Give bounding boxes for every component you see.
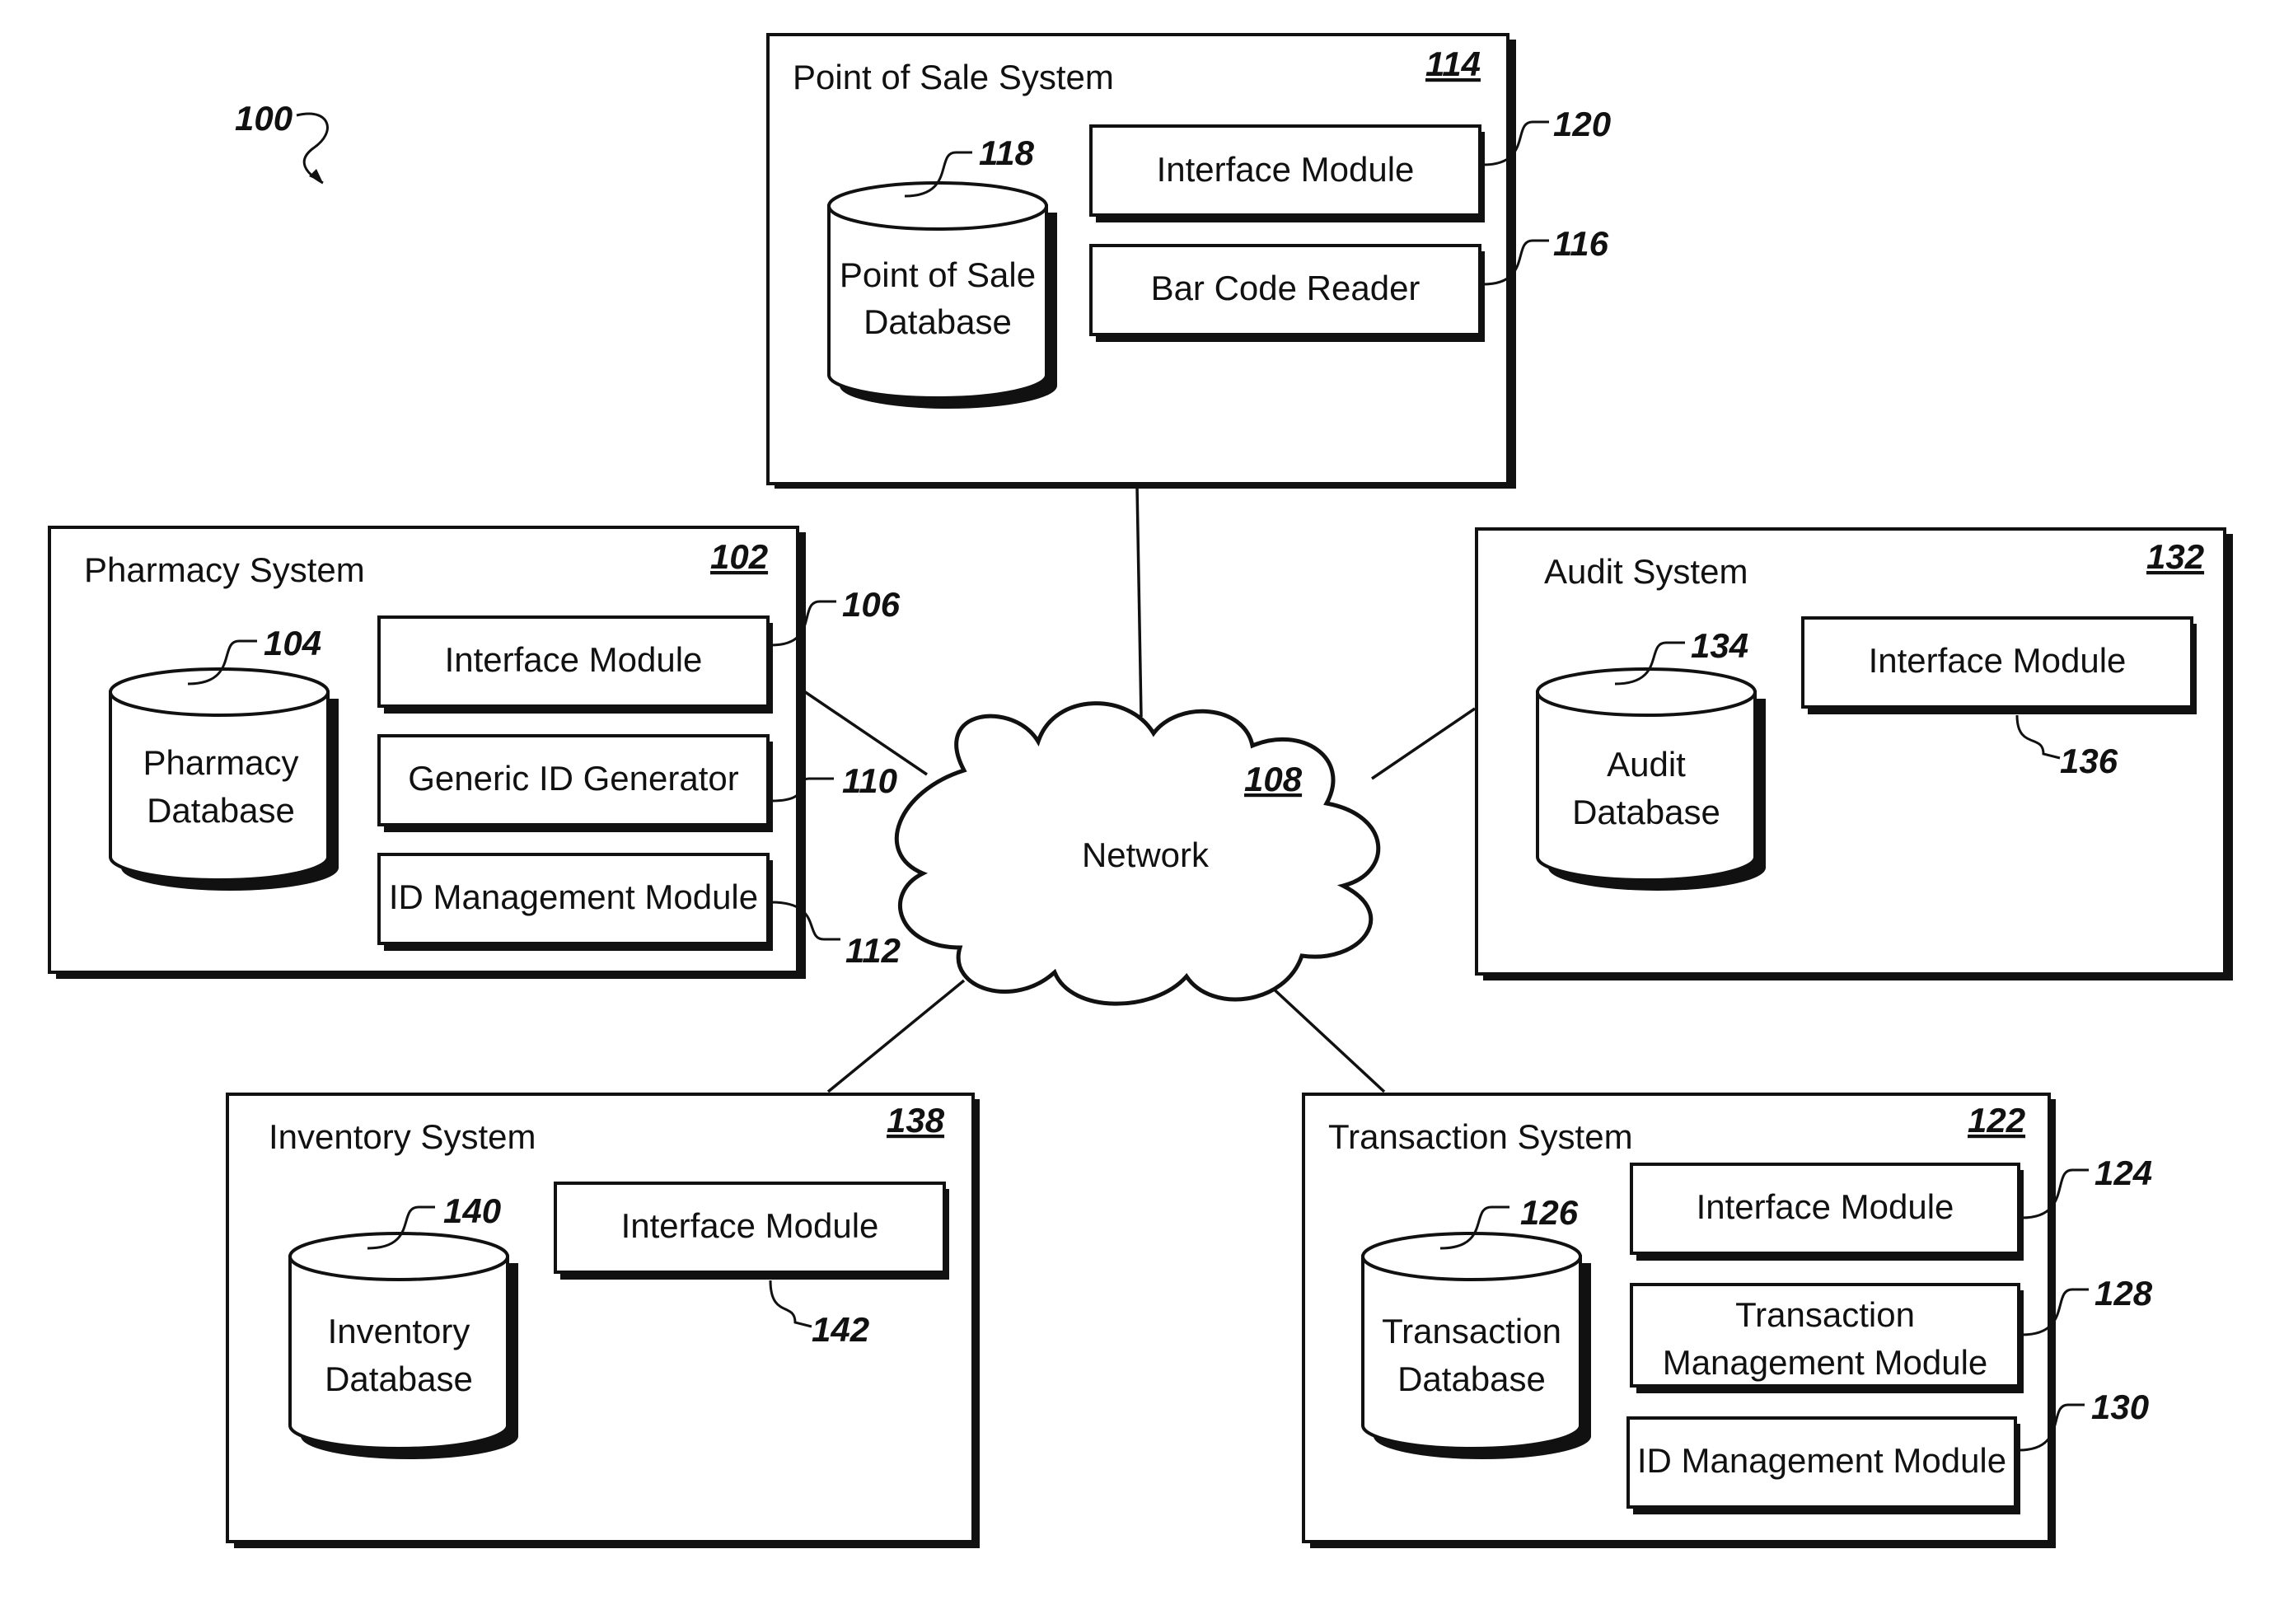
link-audit xyxy=(1372,709,1475,779)
inventory-module-0-ref: 142 xyxy=(812,1310,869,1349)
transaction-module-1: Transaction Management Module 128 xyxy=(1631,1274,2153,1393)
inventory-system-title: Inventory System xyxy=(269,1117,536,1156)
pharmacy-system-title: Pharmacy System xyxy=(84,550,365,589)
figure-ref-arrowhead xyxy=(309,169,323,183)
audit-db-line2: Database xyxy=(1572,793,1720,831)
audit-system: Audit System 132 Audit Database 134 Inte… xyxy=(1477,529,2233,980)
transaction-module-2-ref: 130 xyxy=(2091,1388,2149,1426)
pharmacy-module-0-label: Interface Module xyxy=(445,640,703,679)
network-cloud: Network 108 xyxy=(896,704,1378,1004)
transaction-module-0-ref: 124 xyxy=(2094,1154,2152,1192)
pos-module-0-label: Interface Module xyxy=(1157,150,1415,189)
pharmacy-module-2-label: ID Management Module xyxy=(389,878,758,916)
pharmacy-db-ref: 104 xyxy=(264,624,321,662)
audit-module-0-ref: 136 xyxy=(2060,742,2118,780)
transaction-module-0: Interface Module 124 xyxy=(1631,1154,2152,1261)
pharmacy-module-2-ref: 112 xyxy=(845,931,901,970)
pharmacy-system-ref: 102 xyxy=(710,537,768,576)
pos-module-0-ref: 120 xyxy=(1553,105,1611,143)
pharmacy-db-line1: Pharmacy xyxy=(143,743,298,782)
transaction-module-1-label2: Management Module xyxy=(1663,1343,1988,1382)
audit-system-ref: 132 xyxy=(2146,537,2204,576)
pharmacy-system: Pharmacy System 102 Pharmacy Database 10… xyxy=(49,527,901,979)
transaction-module-2-label: ID Management Module xyxy=(1637,1441,2006,1480)
audit-system-title: Audit System xyxy=(1544,552,1748,591)
figure-ref-arrow xyxy=(297,114,327,183)
transaction-module-0-label: Interface Module xyxy=(1697,1187,1954,1226)
inventory-system: Inventory System 138 Inventory Database … xyxy=(227,1094,980,1548)
pos-system-ref: 114 xyxy=(1425,44,1481,83)
link-pos xyxy=(1137,486,1141,717)
pharmacy-module-0-ref: 106 xyxy=(842,585,901,624)
pos-db-line2: Database xyxy=(864,302,1012,341)
pharmacy-module-1: Generic ID Generator 110 xyxy=(379,736,897,832)
network-ref: 108 xyxy=(1244,760,1303,798)
pharmacy-module-1-ref: 110 xyxy=(842,761,897,800)
figure-reference: 100 xyxy=(235,99,327,183)
inventory-db-ref: 140 xyxy=(443,1191,501,1230)
inventory-system-ref: 138 xyxy=(887,1101,945,1140)
transaction-db-ref: 126 xyxy=(1520,1193,1579,1232)
pos-system: Point of Sale System 114 Point of Sale D… xyxy=(768,35,1611,489)
transaction-system-ref: 122 xyxy=(1968,1101,2025,1140)
transaction-system: Transaction System 122 Transaction Datab… xyxy=(1303,1094,2153,1548)
inventory-db-line1: Inventory xyxy=(328,1312,470,1350)
inventory-module-0-label: Interface Module xyxy=(621,1206,879,1245)
network-label: Network xyxy=(1082,835,1210,874)
pos-system-title: Point of Sale System xyxy=(793,58,1114,96)
figure-ref-label: 100 xyxy=(235,99,293,138)
transaction-module-1-ref: 128 xyxy=(2094,1274,2153,1313)
inventory-db-line2: Database xyxy=(325,1360,473,1398)
pos-module-1-label: Bar Code Reader xyxy=(1151,269,1421,307)
audit-db-ref: 134 xyxy=(1691,626,1748,665)
link-inventory xyxy=(828,980,964,1092)
pharmacy-module-1-label: Generic ID Generator xyxy=(408,759,739,798)
transaction-db-line1: Transaction xyxy=(1382,1312,1561,1350)
link-transaction xyxy=(1269,985,1384,1092)
pharmacy-db-line2: Database xyxy=(147,791,295,830)
transaction-db-line2: Database xyxy=(1397,1360,1546,1398)
transaction-module-1-label: Transaction xyxy=(1735,1295,1915,1334)
audit-db-line1: Audit xyxy=(1607,745,1686,784)
pos-module-1-ref: 116 xyxy=(1553,224,1609,263)
audit-module-0-label: Interface Module xyxy=(1869,641,2127,680)
pos-db-line1: Point of Sale xyxy=(840,255,1036,294)
transaction-system-title: Transaction System xyxy=(1328,1117,1633,1156)
pos-db-ref: 118 xyxy=(979,133,1035,172)
